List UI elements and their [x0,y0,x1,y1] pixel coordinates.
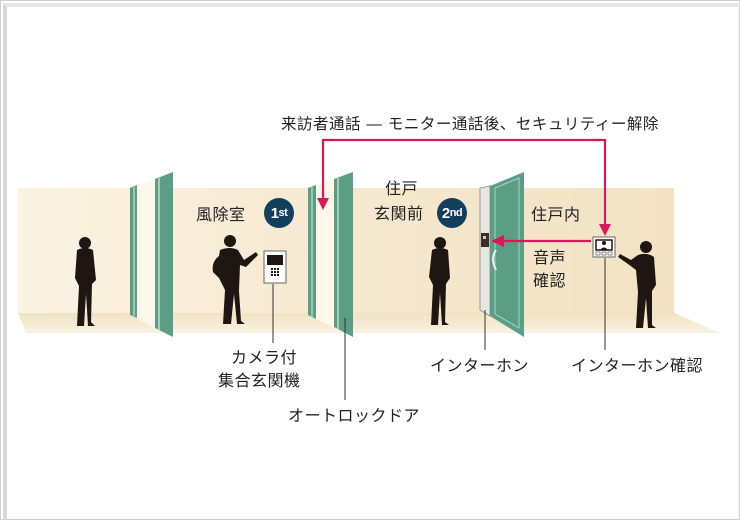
glass-door-1 [130,172,173,337]
arrow-left-to-intercom [491,235,504,247]
camera-entry-panel-icon [263,250,287,284]
zone-label-inside: 住戸内 [531,205,581,224]
flow-arrows [317,138,611,247]
arrow-down-to-monitor [599,224,611,236]
callout-lines [272,258,606,400]
corridor-background [18,188,720,333]
callout-panel-line2: 集合玄関機 [218,371,301,390]
indoor-monitor-icon [592,236,616,258]
unit-entrance-door [479,172,524,337]
visitor-vestibule-silhouette [212,235,258,324]
zone-label-entrance-line1: 住戸 [385,179,419,198]
callout-intercom: インターホン [430,356,530,375]
zone-label-vestibule: 風除室 [196,205,246,224]
voice-check-line2: 確認 [533,271,567,290]
callout-panel-line1: カメラ付 [231,348,298,367]
arrow-down-to-autolock [317,198,329,210]
callout-autolock-door: オートロックドア [288,406,421,425]
autolock-door [308,172,353,337]
person-silhouettes [75,235,656,328]
visitor-outside-silhouette [75,237,96,326]
visitor-entrance-silhouette [429,237,450,325]
zone-label-entrance-line2: 玄関前 [374,204,424,223]
flow-title: 来訪者通話 ― モニター通話後、セキュリティー解除 [281,115,659,133]
voice-check-line1: 音声 [533,248,567,267]
callout-intercom-check: インターホン確認 [571,356,704,375]
resident-silhouette [618,241,656,328]
